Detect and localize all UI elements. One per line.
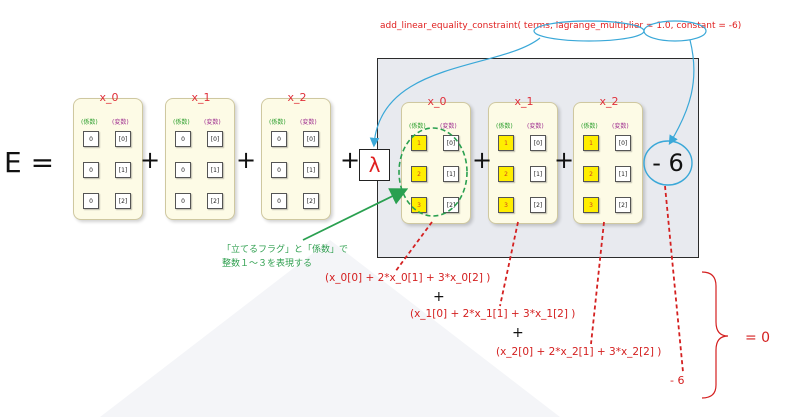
var-cell: [1] [115, 162, 131, 178]
note-arrow [302, 188, 409, 241]
coef-cell: 0 [175, 193, 191, 209]
var-cell: [0] [303, 131, 319, 147]
dash-x0 [394, 221, 433, 273]
coef-cell: 1 [498, 135, 514, 151]
lagrange-param-highlight [533, 20, 645, 42]
var-cell: [2] [207, 193, 223, 209]
var-cell: [1] [443, 166, 459, 182]
variable-card: x_0 (係数) (変数) 0 [0] 0 [1] 0 [2] [73, 91, 143, 220]
var-cell: [0] [530, 135, 546, 151]
arrow-to-constant [668, 39, 695, 146]
expansion-line-3: (x_2[0] + 2*x_2[1] + 3*x_2[2] ) [496, 346, 662, 358]
coef-header: (係数) [581, 123, 598, 130]
coef-cell: 0 [83, 193, 99, 209]
variable-card: x_1 (係数) (変数) 1 [0] 2 [1] 3 [2] [488, 95, 558, 224]
expansion-plus: + [512, 325, 524, 341]
var-cell: [2] [443, 197, 459, 213]
coef-cell: 2 [411, 166, 427, 182]
arrow-to-lambda [369, 37, 541, 148]
var-header: (変数) [612, 123, 629, 130]
var-cell: [2] [530, 197, 546, 213]
dash-x1 [499, 221, 519, 307]
constant-param-highlight [643, 20, 707, 42]
plus-operator: + [236, 146, 257, 174]
var-cell: [2] [303, 193, 319, 209]
dash-x2 [590, 221, 605, 345]
coef-cell: 2 [498, 166, 514, 182]
equals-zero: = 0 [745, 330, 771, 346]
card-title: x_2 [599, 95, 619, 108]
card-title: x_1 [514, 95, 534, 108]
coef-cell: 0 [271, 131, 287, 147]
flag-coef-highlight [398, 127, 468, 217]
coef-header: (係数) [496, 123, 513, 130]
note-text: 「立てるフラグ」と「係数」で 整数１～３を表現する [222, 243, 348, 271]
var-cell: [0] [615, 135, 631, 151]
coef-header: (係数) [173, 119, 190, 126]
var-cell: [2] [615, 197, 631, 213]
constant-circle [643, 140, 693, 186]
expansion-plus: + [433, 289, 445, 305]
variable-card: x_2 (係数) (変数) 0 [0] 0 [1] 0 [2] [261, 91, 331, 220]
coef-cell: 0 [175, 162, 191, 178]
note-line-1: 「立てるフラグ」と「係数」で [222, 245, 349, 255]
coef-cell: 0 [271, 193, 287, 209]
coef-cell: 0 [83, 162, 99, 178]
variable-card: x_1 (係数) (変数) 0 [0] 0 [1] 0 [2] [165, 91, 235, 220]
var-header: (変数) [204, 119, 221, 126]
coef-header: (係数) [269, 119, 286, 126]
var-cell: [0] [115, 131, 131, 147]
variable-card: x_2 (係数) (変数) 1 [0] 2 [1] 3 [2] [573, 95, 643, 224]
coef-cell: 3 [498, 197, 514, 213]
coef-cell: 2 [583, 166, 599, 182]
plus-operator: + [554, 146, 575, 174]
var-cell: [1] [207, 162, 223, 178]
var-header: (変数) [440, 123, 457, 130]
note-line-2: 整数１～３を表現する [222, 259, 313, 269]
energy-label: E = [4, 146, 55, 179]
coef-cell: 0 [175, 131, 191, 147]
expansion-line-1: (x_0[0] + 2*x_0[1] + 3*x_0[2] ) [325, 272, 491, 284]
var-header: (変数) [300, 119, 317, 126]
card-title: x_1 [191, 91, 211, 104]
plus-operator: + [340, 146, 361, 174]
var-cell: [1] [530, 166, 546, 182]
expansion-line-2: (x_1[0] + 2*x_1[1] + 3*x_1[2] ) [410, 308, 576, 320]
var-header: (変数) [527, 123, 544, 130]
code-call: add_linear_equality_constraint( terms, l… [380, 21, 742, 31]
plus-operator: + [472, 146, 493, 174]
coef-header: (係数) [409, 123, 426, 130]
card-title: x_0 [99, 91, 119, 104]
coef-cell: 3 [583, 197, 599, 213]
expansion-constant: - 6 [670, 374, 685, 387]
lambda-box: λ [359, 149, 390, 181]
coef-cell: 1 [411, 135, 427, 151]
result-brace [701, 271, 729, 399]
constant-term: - 6 [652, 149, 684, 177]
var-cell: [2] [115, 193, 131, 209]
card-title: x_2 [287, 91, 307, 104]
card-title: x_0 [427, 95, 447, 108]
variable-card: x_0(係数)(変数)1[0]2[1]3[2] [401, 95, 471, 224]
var-header: (変数) [112, 119, 129, 126]
coef-cell: 0 [271, 162, 287, 178]
dash-constant [664, 185, 684, 373]
plus-operator: + [140, 146, 161, 174]
var-cell: [1] [303, 162, 319, 178]
coef-header: (係数) [81, 119, 98, 126]
var-cell: [0] [207, 131, 223, 147]
coef-cell: 1 [583, 135, 599, 151]
coef-cell: 0 [83, 131, 99, 147]
var-cell: [1] [615, 166, 631, 182]
